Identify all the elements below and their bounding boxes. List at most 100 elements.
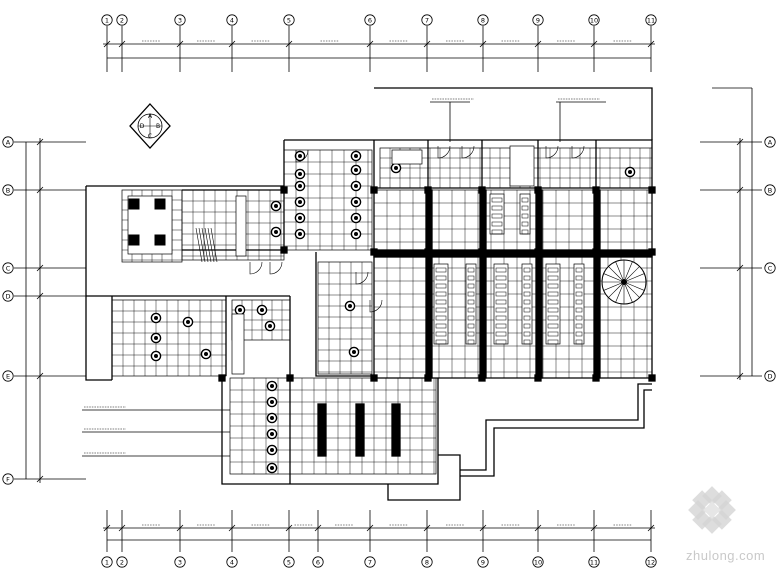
fixture <box>509 145 535 187</box>
axis-bubble-right-label: C <box>768 265 773 273</box>
axis-bubble-top-label: 2 <box>120 17 124 25</box>
workstation <box>575 331 583 337</box>
door-swing <box>461 145 475 159</box>
tile-area <box>317 261 373 375</box>
axis-bubble-top-label: 8 <box>481 17 485 25</box>
workstation <box>547 283 559 289</box>
bottom-dimension-tick <box>590 524 598 532</box>
display-counter <box>391 403 401 457</box>
axis-bubble-bottom-label: 4 <box>230 559 234 567</box>
axis-bubble-bottom-label: 9 <box>481 559 485 567</box>
chair-symbol <box>350 150 362 162</box>
chair-center <box>298 232 302 236</box>
chair-symbol <box>294 180 306 192</box>
chair-center <box>270 416 274 420</box>
axis-bubble-bottom-label: 7 <box>368 559 372 567</box>
left-dimension-tick <box>36 138 44 146</box>
chair-center <box>238 308 242 312</box>
workstation <box>547 291 559 297</box>
axis-bubble-left-circle <box>2 290 14 302</box>
logo-petal <box>711 490 732 510</box>
workstation <box>547 339 559 345</box>
stair-step <box>204 227 212 263</box>
chair-center <box>270 448 274 452</box>
workstation <box>435 275 447 281</box>
chair-symbol <box>350 228 362 240</box>
axis-bubble-bottom-label: 3 <box>178 559 182 567</box>
chair-symbol <box>150 350 162 362</box>
workstation <box>575 291 583 297</box>
axis-bubble-top: 9 <box>532 14 544 26</box>
axis-bubble-top-circle <box>532 14 544 26</box>
axis-bubble-bottom: 10 <box>532 556 544 568</box>
stair-tread <box>608 266 625 283</box>
workstation <box>523 291 531 297</box>
top-dimension-tick <box>534 40 542 48</box>
axis-bubble-bottom-label: 12 <box>647 559 655 567</box>
top-dimension-tick <box>479 40 487 48</box>
workstation <box>575 315 583 321</box>
chair-symbol <box>294 150 306 162</box>
partition-band <box>425 189 433 379</box>
workstation <box>575 275 583 281</box>
chair-symbol <box>294 228 306 240</box>
workstation <box>547 307 559 313</box>
axis-bubble-left-label: D <box>5 293 10 301</box>
axis-bubble-left-circle <box>2 370 14 382</box>
top-dimension-tick <box>228 40 236 48</box>
chair-center <box>628 170 632 174</box>
workstation <box>547 299 559 305</box>
workstation <box>575 267 583 273</box>
axis-bubble-top: 4 <box>226 14 238 26</box>
workstation <box>435 323 447 329</box>
axis-bubble-bottom-circle <box>226 556 238 568</box>
watermark-text: zhulong.com <box>686 548 766 563</box>
right-dimension-tick <box>736 372 744 380</box>
door-swing <box>249 261 263 275</box>
workstation <box>575 307 583 313</box>
axis-bubble-top-circle <box>226 14 238 26</box>
stair-step <box>207 227 215 263</box>
fixture <box>231 313 245 375</box>
door-swing <box>269 261 283 275</box>
axis-bubble-top-circle <box>645 14 657 26</box>
axis-bubble-bottom-circle <box>532 556 544 568</box>
compass-letter: C <box>148 133 152 140</box>
chair-symbol <box>266 462 278 474</box>
partition-band <box>535 189 543 379</box>
axis-bubble-top: 8 <box>477 14 489 26</box>
axis-bubble-right-label: B <box>768 187 772 195</box>
workstation <box>491 213 503 219</box>
axis-bubble-bottom-label: 1 <box>105 559 109 567</box>
axis-bubble-top-label: 4 <box>230 17 234 25</box>
workstation <box>495 291 507 297</box>
workstation <box>435 291 447 297</box>
axis-bubble-bottom-circle <box>364 556 376 568</box>
chair-symbol <box>350 212 362 224</box>
left-dimension-tick <box>36 186 44 194</box>
stair-wall <box>315 252 374 377</box>
workstation <box>435 307 447 313</box>
door-swing <box>295 149 309 163</box>
axis-bubble-left: D <box>2 290 14 302</box>
chair-symbol <box>266 444 278 456</box>
workstation <box>495 283 507 289</box>
partition-band <box>373 249 653 258</box>
axis-bubble-right: D <box>764 370 776 382</box>
axis-bubble-top-label: 9 <box>536 17 540 25</box>
axis-bubble-top-circle <box>116 14 128 26</box>
chair-symbol <box>182 316 194 328</box>
axis-bubble-bottom-circle <box>477 556 489 568</box>
axis-bubble-left-circle <box>2 262 14 274</box>
workstation <box>523 283 531 289</box>
workstation <box>467 275 475 281</box>
chair-center <box>352 350 356 354</box>
axis-bubble-left: F <box>2 473 14 485</box>
stair-tread <box>615 281 625 303</box>
fixture <box>391 149 423 165</box>
chair-symbol <box>348 346 360 358</box>
floor-tile-grid <box>111 147 653 475</box>
workstation <box>467 267 475 273</box>
entrance-wall <box>387 454 461 501</box>
